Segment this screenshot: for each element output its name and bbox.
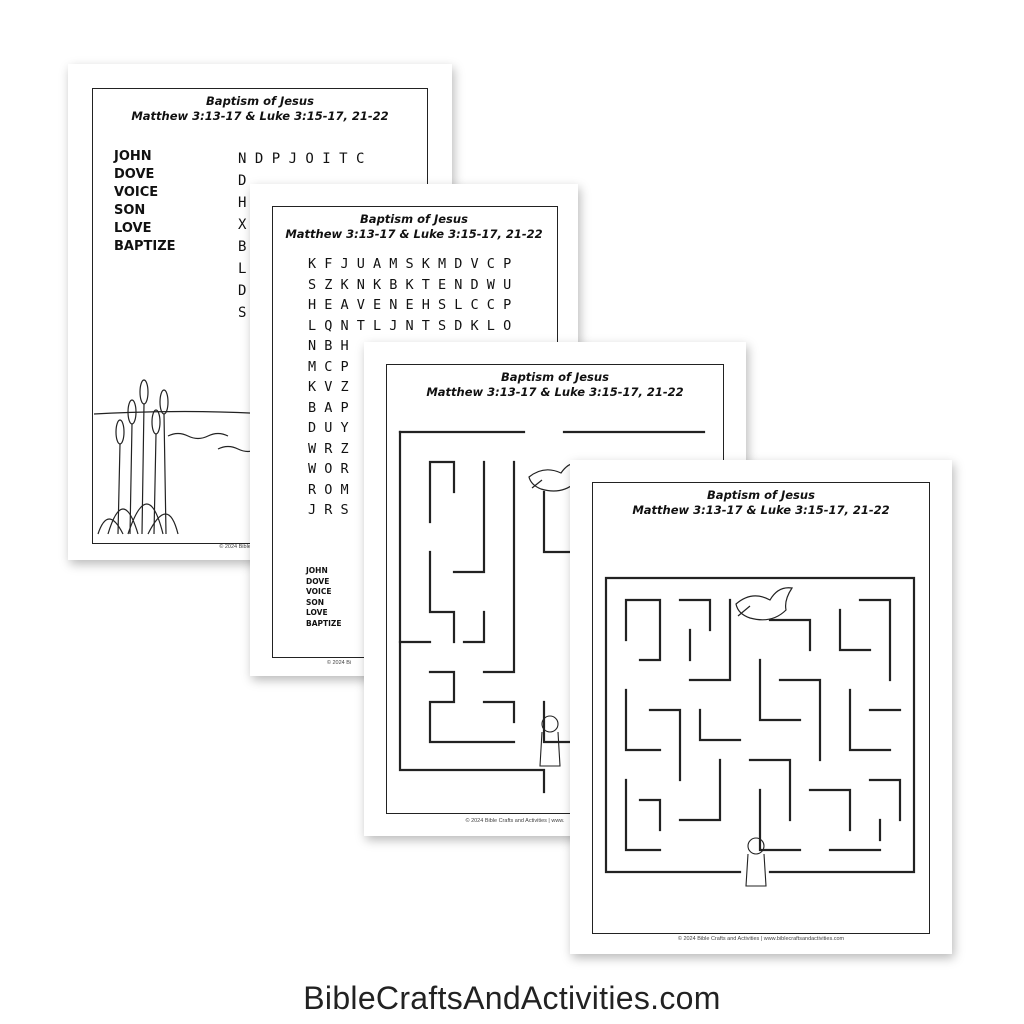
title-line-2: Matthew 3:13-17 & Luke 3:15-17, 21-22	[285, 227, 543, 241]
word-item: BAPTIZE	[114, 239, 176, 254]
word-item: VOICE	[306, 587, 332, 596]
word-list: JOHN DOVE VOICE SON LOVE BAPTIZE	[306, 566, 342, 629]
worksheet-maze-hard: Baptism of Jesus Matthew 3:13-17 & Luke …	[570, 460, 952, 954]
letter-grid: N D P J O I T C D H X B L D S	[238, 148, 364, 324]
word-item: DOVE	[306, 576, 330, 586]
worksheet-footer: © 2024 Bible Crafts and Activities | www…	[465, 818, 565, 824]
word-item: JOHN	[114, 149, 152, 164]
grid-row: H	[238, 195, 247, 211]
word-item: LOVE	[306, 608, 328, 617]
word-item: VOICE	[114, 185, 159, 200]
word-item: JOHN	[306, 566, 328, 575]
grid-row: L Q N T L J N T S D K L O	[308, 317, 512, 334]
grid-row: R O M	[308, 481, 349, 498]
word-item: LOVE	[114, 221, 152, 236]
word-item: BAPTIZE	[306, 618, 342, 628]
worksheet-footer: © 2024 Bi	[326, 660, 352, 666]
word-list: JOHN DOVE VOICE SON LOVE BAPTIZE	[114, 148, 176, 256]
grid-row: J R S	[308, 502, 349, 518]
jesus-figure-icon	[539, 715, 561, 767]
website-caption: BibleCraftsAndActivities.com	[303, 980, 721, 1016]
worksheet-border	[592, 482, 930, 934]
grid-row: K F J U A M S K M D V C P	[308, 256, 512, 272]
title-line-2: Matthew 3:13-17 & Luke 3:15-17, 21-22	[131, 109, 389, 123]
grid-row: S	[238, 305, 247, 321]
worksheet-title: Baptism of Jesus Matthew 3:13-17 & Luke …	[68, 94, 452, 124]
dove-icon	[735, 587, 794, 621]
title-line-1: Baptism of Jesus	[206, 94, 314, 108]
letter-grid: K F J U A M S K M D V C P S Z K N K B K …	[308, 254, 511, 521]
title-line-2: Matthew 3:13-17 & Luke 3:15-17, 21-22	[426, 385, 684, 399]
grid-row: N B H	[308, 338, 349, 354]
worksheet-title: Baptism of Jesus Matthew 3:13-17 & Luke …	[570, 488, 952, 518]
word-item: SON	[114, 203, 146, 218]
jesus-figure-icon	[745, 837, 767, 887]
worksheet-title: Baptism of Jesus Matthew 3:13-17 & Luke …	[250, 212, 578, 242]
grid-row: X	[238, 217, 247, 233]
word-item: DOVE	[114, 167, 155, 182]
grid-row: L	[238, 261, 247, 277]
grid-row: B A P	[308, 399, 349, 416]
title-line-1: Baptism of Jesus	[360, 212, 468, 226]
title-line-1: Baptism of Jesus	[501, 370, 609, 384]
title-line-1: Baptism of Jesus	[707, 488, 815, 502]
grid-row: S Z K N K B K T E N D W U	[308, 276, 512, 293]
grid-row: H E A V E N E H S L C C P	[308, 297, 512, 313]
title-line-2: Matthew 3:13-17 & Luke 3:15-17, 21-22	[632, 503, 890, 517]
grid-row: D	[238, 173, 247, 189]
grid-row: D U Y	[308, 420, 349, 436]
maze-hard	[604, 576, 916, 887]
grid-row: D	[238, 283, 247, 299]
grid-row: B	[238, 239, 247, 255]
grid-row: M C P	[308, 358, 349, 375]
grid-row: W O R	[308, 461, 349, 477]
grid-row: N D P J O I T C	[238, 151, 365, 167]
word-item: SON	[306, 597, 325, 607]
grid-row: K V Z	[308, 379, 349, 395]
worksheet-footer: © 2024 Bible Crafts and Activities | www…	[677, 936, 845, 942]
worksheet-title: Baptism of Jesus Matthew 3:13-17 & Luke …	[364, 370, 746, 400]
grid-row: W R Z	[308, 440, 349, 457]
